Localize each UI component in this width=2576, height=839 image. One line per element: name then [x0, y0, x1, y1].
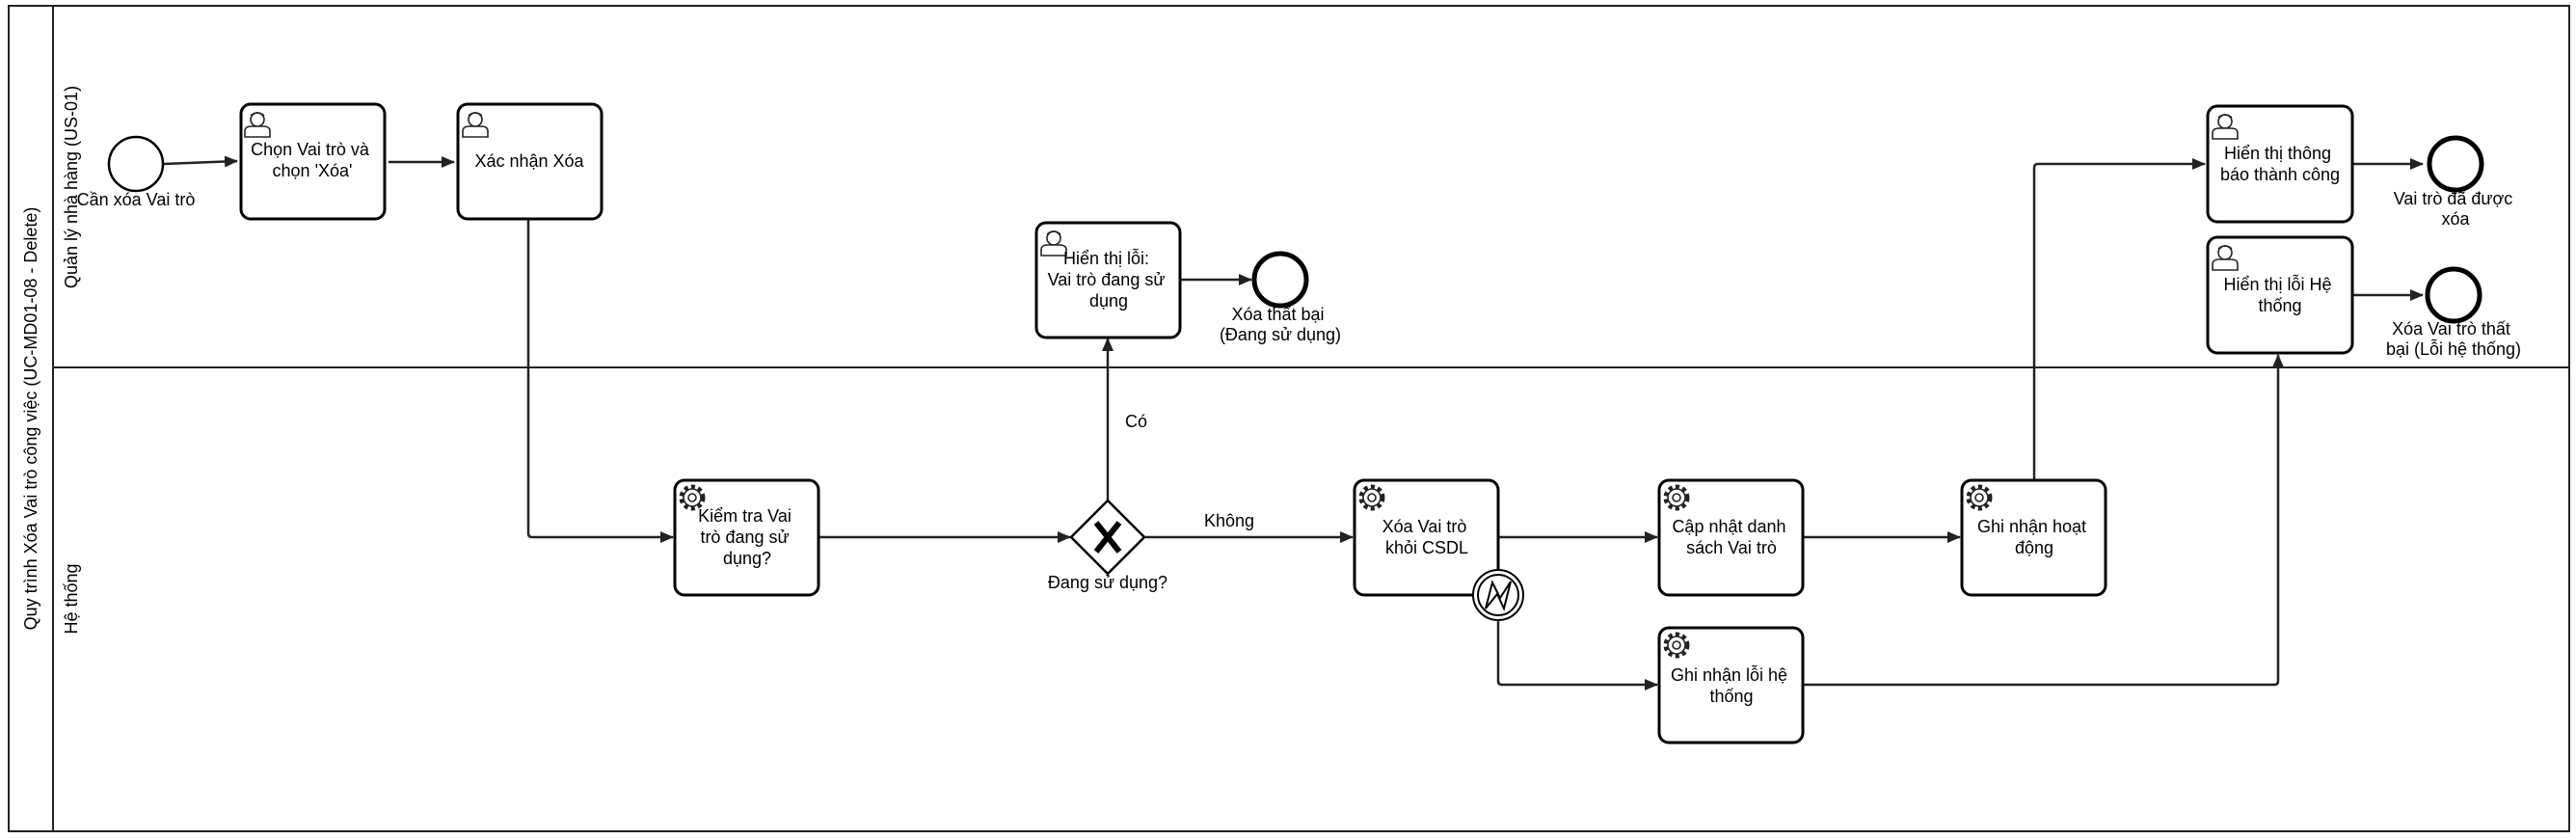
task-confirm-delete[interactable]: Xác nhận Xóa: [456, 102, 604, 221]
task-update-list[interactable]: Cập nhật danh sách Vai trò: [1657, 478, 1805, 597]
end-event-system-error[interactable]: [2425, 266, 2482, 324]
svg-text:Hiển thị lỗi: Vai trò đa: Hiển thị lỗi: Vai trò đang sử dụng: [1048, 248, 1170, 311]
gateway-label: Đang sử dụng?: [1048, 573, 1167, 592]
task-delete-from-db[interactable]: Xóa Vai trò khỏi CSDL: [1353, 478, 1500, 597]
svg-text:Ghi nhận hoạt động: Ghi nhận hoạt động: [1977, 517, 2091, 557]
error-boundary-event[interactable]: [1472, 569, 1524, 621]
task-log-activity[interactable]: Ghi nhận hoạt động: [1960, 478, 2107, 597]
lane-label-system: Hệ thống: [62, 563, 81, 634]
svg-text:Chọn Vai trò và chọn 'Xó: Chọn Vai trò và chọn 'Xóa': [251, 140, 374, 180]
end-event-in-use-label: Xóa thất bại (Đang sử dụng): [1220, 305, 1341, 344]
start-event[interactable]: [107, 135, 165, 193]
lane-label-manager: Quản lý nhà hàng (US-01): [62, 86, 81, 288]
task-log-system-error[interactable]: Ghi nhận lỗi hệ thống: [1657, 626, 1805, 744]
task-select-role[interactable]: Chọn Vai trò và chọn 'Xóa': [239, 102, 387, 221]
svg-text:Cập nhật danh sách Vai t: Cập nhật danh sách Vai trò: [1672, 517, 1790, 557]
sequence-flows: [163, 155, 2424, 690]
pool: Quy trình Xóa Vai trò công việc (UC-MD01…: [8, 5, 2570, 832]
svg-text:Ghi nhận lỗi hệ thống: Ghi nhận lỗi hệ thống: [1671, 664, 1792, 706]
svg-text:Hiển thị lỗi Hệ thống: Hiển thị lỗi Hệ thống: [2223, 274, 2336, 315]
flow-label-yes: Có: [1125, 412, 1147, 431]
x-marker-icon: [1093, 521, 1122, 554]
task-check-in-use[interactable]: Kiểm tra Vai trò đang sử dụng?: [673, 478, 820, 597]
task-show-in-use-error[interactable]: Hiển thị lỗi: Vai trò đang sử dụng: [1034, 221, 1182, 339]
svg-text:Xóa Vai trò khỏi CSDL: Xóa Vai trò khỏi CSDL: [1382, 517, 1472, 557]
lightning-icon: [1485, 580, 1512, 611]
end-event-success-label: Vai trò đã được xóa: [2394, 189, 2518, 229]
task-show-system-error[interactable]: Hiển thị lỗi Hệ thống: [2206, 235, 2354, 355]
end-event-in-use[interactable]: [1251, 251, 1309, 309]
start-event-label: Cần xóa Vai trò: [77, 190, 196, 209]
exclusive-gateway[interactable]: [1069, 499, 1146, 576]
pool-title: Quy trình Xóa Vai trò công việc (UC-MD01…: [21, 207, 40, 631]
flow-label-no: Không: [1204, 511, 1254, 530]
svg-text:Xác nhận Xóa: Xác nhận Xóa: [474, 151, 584, 171]
end-event-success[interactable]: [2427, 135, 2484, 193]
svg-text:Hiển thị thông báo thành: Hiển thị thông báo thành công: [2220, 144, 2340, 184]
task-show-success[interactable]: Hiển thị thông báo thành công: [2206, 104, 2354, 224]
svg-text:Kiểm tra Vai trò đang sử: Kiểm tra Vai trò đang sử dụng?: [698, 506, 796, 568]
end-event-system-error-label: Xóa Vai trò thất bại (Lỗi hệ thống): [2386, 319, 2521, 359]
